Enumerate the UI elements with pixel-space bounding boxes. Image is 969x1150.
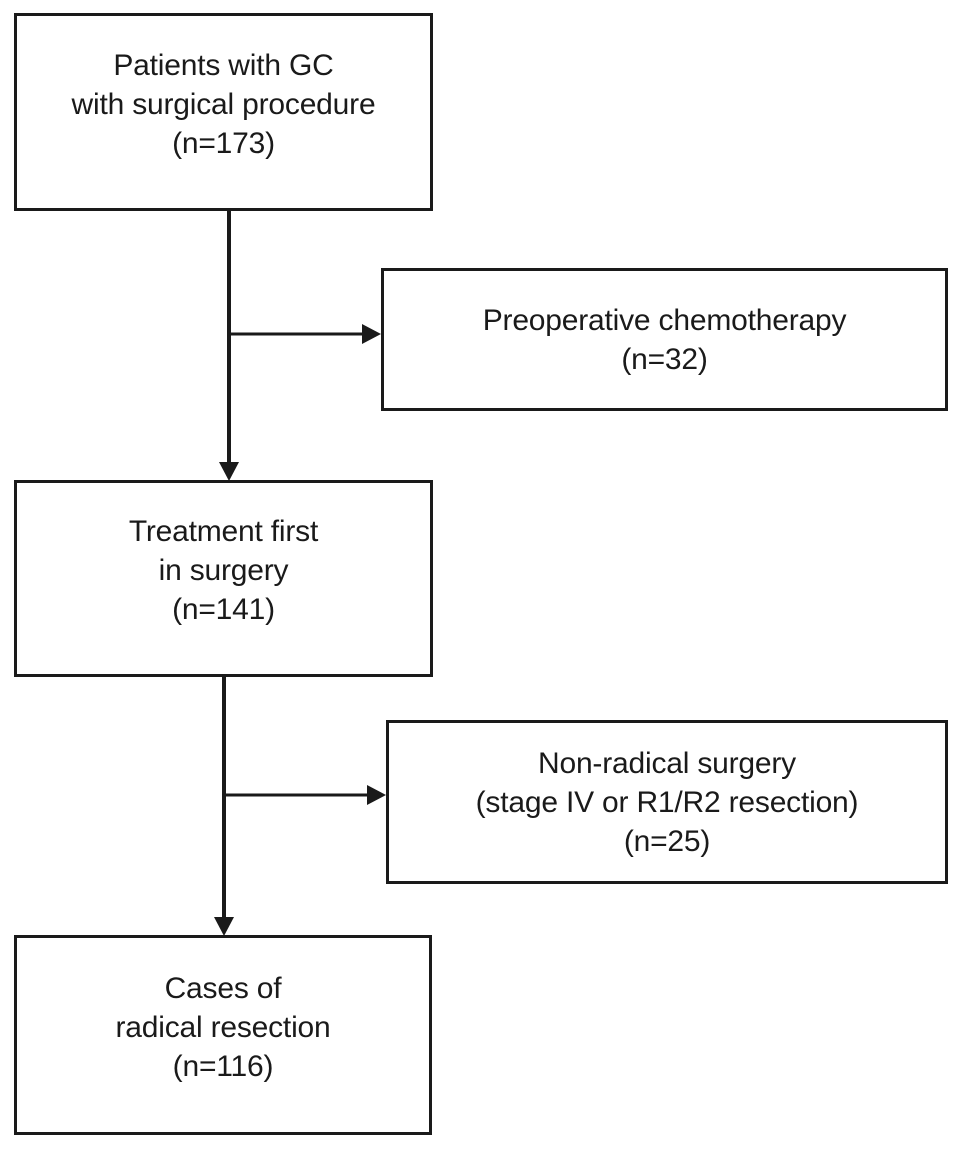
node-preoperative-chemotherapy-line-2: (n=32) xyxy=(621,342,708,376)
node-patients-with-gc-line-1: Patients with GC xyxy=(113,48,334,82)
node-cases-of-radical-resection: Cases of radical resection (n=116) xyxy=(14,935,432,1135)
node-cases-of-radical-resection-line-1: Cases of xyxy=(164,971,282,1005)
node-treatment-first-in-surgery-line-2: in surgery xyxy=(158,554,289,587)
node-patients-with-gc-line-2: with surgical procedure xyxy=(71,87,376,121)
node-preoperative-chemotherapy-line-1: Preoperative chemotherapy xyxy=(482,303,847,337)
node-non-radical-surgery-line-1: Non-radical surgery xyxy=(538,746,796,780)
node-non-radical-surgery: Non-radical surgery (stage IV or R1/R2 r… xyxy=(386,720,948,884)
node-patients-with-gc-line-3: (n=173) xyxy=(172,126,275,160)
node-preoperative-chemotherapy-text: Preoperative chemotherapy (n=32) xyxy=(483,301,847,379)
node-cases-of-radical-resection-line-3: (n=116) xyxy=(172,1049,274,1083)
node-cases-of-radical-resection-line-2: radical resection xyxy=(115,1010,331,1044)
node-preoperative-chemotherapy: Preoperative chemotherapy (n=32) xyxy=(381,268,948,411)
node-non-radical-surgery-line-3: (n=25) xyxy=(623,824,711,858)
node-treatment-first-in-surgery-line-1: Treatment first xyxy=(128,515,319,548)
node-treatment-first-in-surgery-text: Treatment first in surgery (n=141) xyxy=(129,512,318,629)
node-patients-with-gc-text: Patients with GC with surgical procedure… xyxy=(72,46,376,163)
arrowhead-down-to-radical-resection xyxy=(214,917,234,936)
arrowhead-down-to-treatment-first xyxy=(219,462,239,481)
arrowhead-right-to-non-radical xyxy=(367,785,386,805)
node-non-radical-surgery-text: Non-radical surgery (stage IV or R1/R2 r… xyxy=(476,744,859,861)
node-patients-with-gc: Patients with GC with surgical procedure… xyxy=(14,13,433,211)
node-treatment-first-in-surgery-line-3: (n=141) xyxy=(172,593,275,626)
node-cases-of-radical-resection-text: Cases of radical resection (n=116) xyxy=(115,969,330,1086)
node-treatment-first-in-surgery: Treatment first in surgery (n=141) xyxy=(14,480,433,677)
node-non-radical-surgery-line-2: (stage IV or R1/R2 resection) xyxy=(475,785,859,819)
arrowhead-right-to-preop-chemo xyxy=(362,324,381,344)
